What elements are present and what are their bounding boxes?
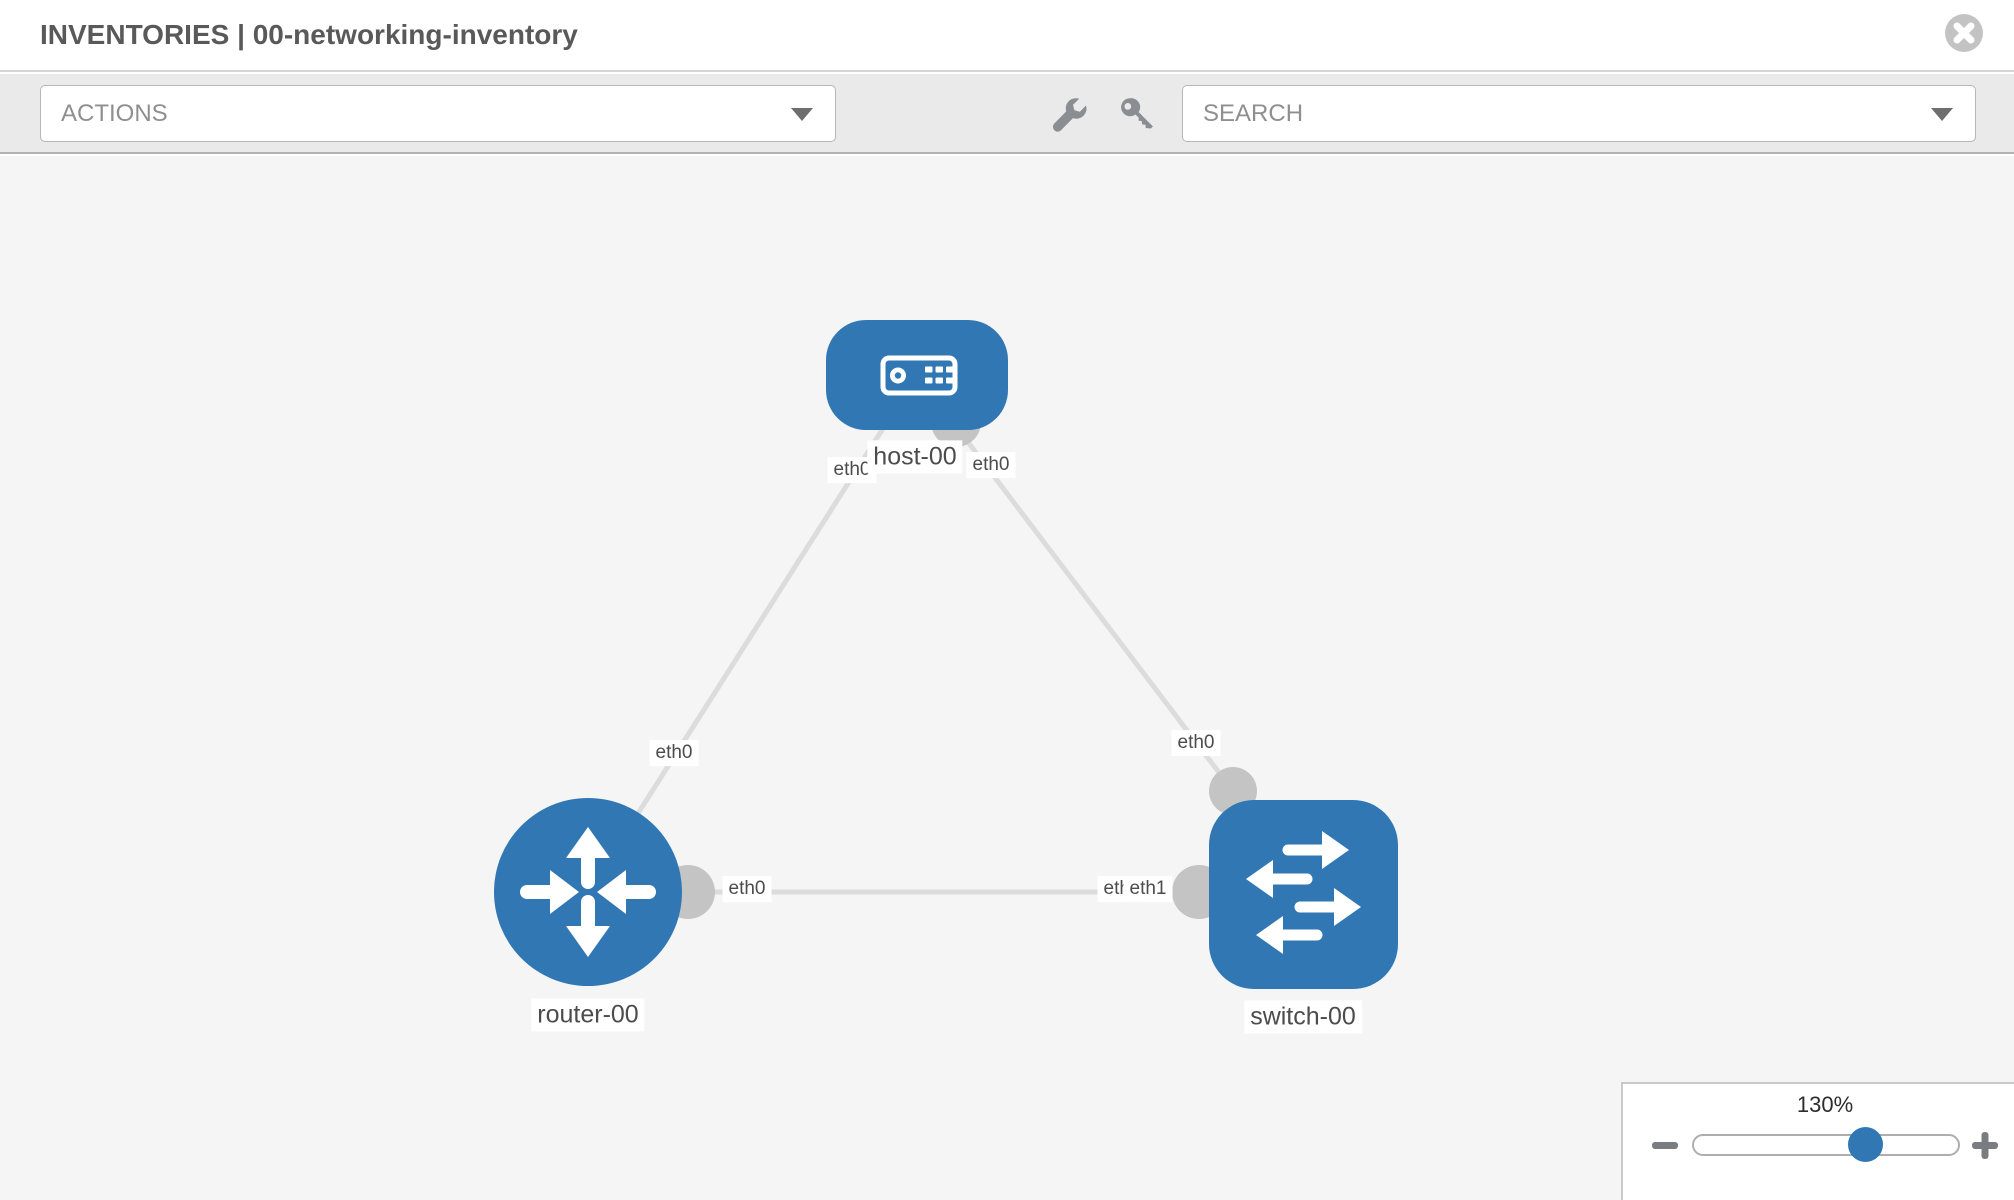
- link-host-switch: [915, 373, 1235, 793]
- port-label: eth0: [966, 452, 1016, 478]
- zoom-in-icon[interactable]: [1969, 1128, 2001, 1162]
- node-label-router: router-00: [531, 998, 645, 1032]
- key-icon[interactable]: [1116, 94, 1158, 136]
- zoom-slider-handle[interactable]: [1848, 1127, 1883, 1162]
- router-icon: [520, 827, 656, 957]
- interface-connectors: [661, 397, 1257, 919]
- toolbar: ACTIONS SEARCH: [0, 74, 2014, 154]
- zoom-panel: 130%: [1621, 1082, 2014, 1200]
- switch-icon: [1246, 831, 1361, 954]
- header-bar: INVENTORIES | 00-networking-inventory: [0, 0, 2014, 72]
- search-input[interactable]: SEARCH: [1182, 85, 1976, 142]
- zoom-out-icon[interactable]: [1649, 1128, 1681, 1162]
- zoom-percent: 130%: [1796, 1092, 1854, 1117]
- node-router-00[interactable]: [494, 798, 682, 986]
- topology-canvas[interactable]: eth0 eth0 eth0 eth0 eth0 eth0 eth1 host-…: [0, 156, 2014, 1200]
- port-label: eth0: [722, 876, 772, 902]
- chevron-down-icon: [791, 108, 813, 121]
- wrench-icon[interactable]: [1048, 94, 1090, 136]
- actions-dropdown[interactable]: ACTIONS: [40, 85, 836, 142]
- port-label: eth1: [1123, 876, 1173, 902]
- actions-dropdown-label: ACTIONS: [61, 99, 168, 127]
- chevron-down-icon: [1931, 108, 1953, 121]
- port-label: eth0: [1171, 730, 1221, 756]
- search-placeholder: SEARCH: [1203, 99, 1304, 127]
- node-host-00[interactable]: [826, 320, 1008, 430]
- port-label: eth0: [649, 740, 699, 766]
- node-label-switch: switch-00: [1244, 1000, 1362, 1034]
- host-icon: [880, 355, 958, 396]
- page-title: INVENTORIES | 00-networking-inventory: [40, 19, 578, 50]
- node-switch-00[interactable]: [1209, 800, 1398, 989]
- node-label-host: host-00: [867, 440, 963, 474]
- zoom-slider-track[interactable]: [1692, 1134, 1960, 1156]
- close-icon[interactable]: [1944, 13, 1984, 53]
